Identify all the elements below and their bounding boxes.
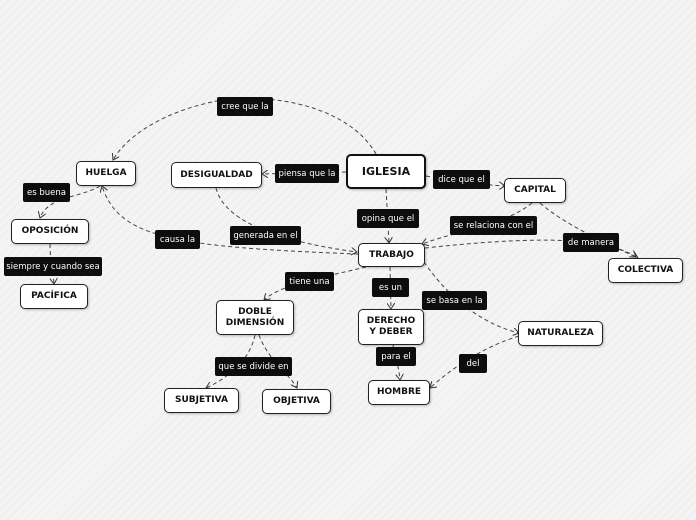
link-se-basa-en-la: se basa en la: [422, 291, 487, 310]
link-tiene-una: tiene una: [285, 272, 334, 291]
link-es-buena: es buena: [23, 183, 70, 202]
link-piensa-que-la: piensa que la: [275, 164, 339, 183]
node-desigualdad[interactable]: DESIGUALDAD: [171, 162, 262, 188]
node-pacifica[interactable]: PACÍFICA: [20, 284, 88, 309]
node-capital[interactable]: CAPITAL: [504, 178, 566, 203]
link-que-se-divide-en: que se divide en: [215, 357, 292, 376]
link-dice-que-el: dice que el: [433, 170, 490, 189]
link-cree-que-la: cree que la: [217, 97, 273, 116]
link-se-relaciona-con-el: se relaciona con el: [450, 216, 537, 235]
link-opina-que-el: opina que el: [357, 209, 419, 228]
link-del: del: [459, 354, 487, 373]
edge-iglesia-trabajo: [386, 188, 389, 243]
edge-trabajo-huelga: [102, 186, 359, 255]
node-objetiva[interactable]: OBJETIVA: [262, 389, 331, 414]
node-subjetiva[interactable]: SUBJETIVA: [164, 388, 239, 413]
link-causa-la: causa la: [155, 230, 200, 249]
link-de-manera: de manera: [563, 233, 619, 252]
edge-trabajo-colectiva: [424, 239, 636, 257]
node-huelga[interactable]: HUELGA: [76, 161, 136, 186]
link-generada-en-el: generada en el: [230, 226, 301, 245]
node-colectiva[interactable]: COLECTIVA: [608, 258, 683, 283]
link-siempre-y-cuando-sea: siempre y cuando sea: [4, 257, 102, 276]
link-para-el: para el: [376, 347, 416, 366]
node-hombre[interactable]: HOMBRE: [368, 380, 430, 405]
node-oposicion[interactable]: OPOSICIÓN: [11, 219, 89, 244]
node-iglesia[interactable]: IGLESIA: [346, 154, 426, 189]
node-derecho-y-deber[interactable]: DERECHO Y DEBER: [358, 309, 424, 345]
node-naturaleza[interactable]: NATURALEZA: [518, 321, 603, 346]
link-es-un: es un: [372, 278, 409, 297]
edge-iglesia-huelga: [113, 97, 377, 160]
node-doble-dimension[interactable]: DOBLE DIMENSIÓN: [216, 300, 294, 335]
node-trabajo[interactable]: TRABAJO: [358, 243, 425, 267]
